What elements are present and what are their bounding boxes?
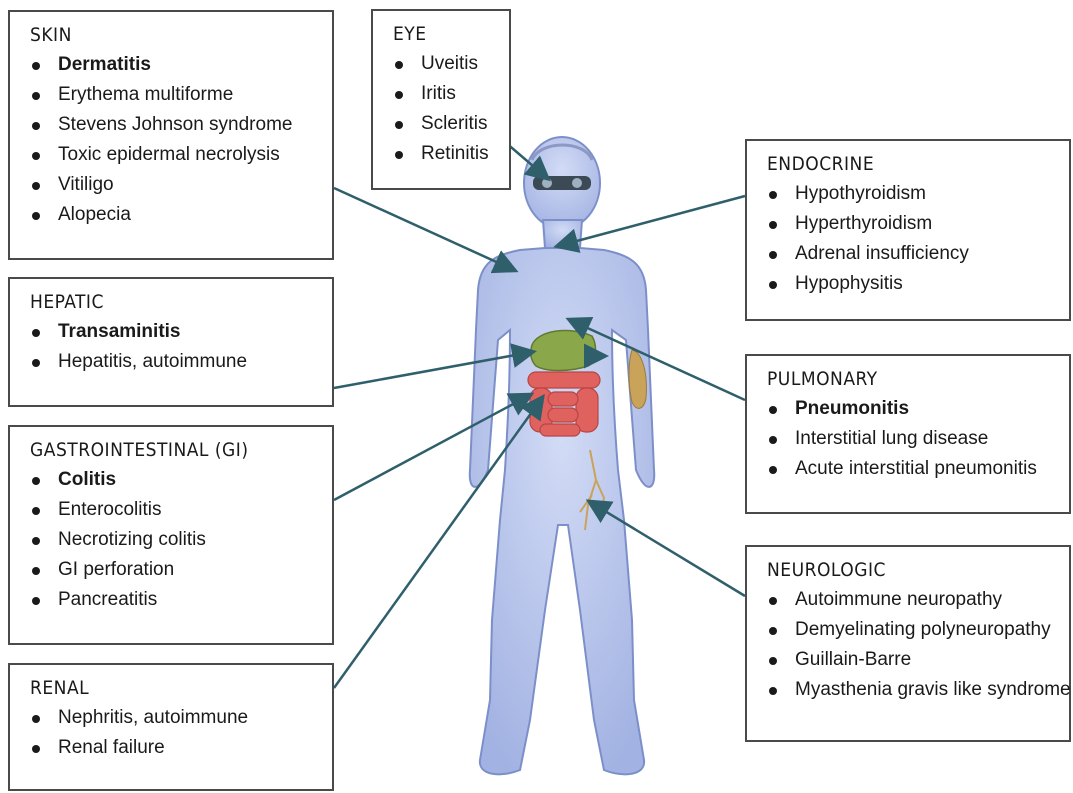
list-item: Erythema multiforme [30,80,318,110]
liver-organ [531,330,596,370]
body-silhouette [470,137,655,774]
pulmonary-title: PULMONARY [767,368,1055,390]
list-item: Adrenal insufficiency [767,239,1055,269]
list-item: Myasthenia gravis like syndrome [767,675,1055,705]
intestine-segment [548,408,578,422]
skin-box: SKIN Dermatitis Erythema multiforme Stev… [8,10,334,260]
list-item: Iritis [393,79,495,109]
eye-title: EYE [393,23,495,45]
arrow-gi [334,395,530,500]
list-item: Colitis [30,465,318,495]
renal-title: RENAL [30,677,318,699]
list-item: Retinitis [393,139,495,169]
renal-box: RENAL Nephritis, autoimmune Renal failur… [8,663,334,791]
hepatic-list: Transaminitis Hepatitis, autoimmune [30,317,318,377]
list-item: Hyperthyroidism [767,209,1055,239]
list-item: Necrotizing colitis [30,525,318,555]
pulmonary-list: Pneumonitis Interstitial lung disease Ac… [767,394,1055,484]
gi-title: GASTROINTESTINAL (GI) [30,439,318,461]
gi-box: GASTROINTESTINAL (GI) Colitis Enterocoli… [8,425,334,645]
endocrine-title: ENDOCRINE [767,153,1055,175]
arrow-hepatic [334,352,532,388]
neurologic-title: NEUROLOGIC [767,559,1055,581]
list-item: Renal failure [30,733,318,763]
list-item: Acute interstitial pneumonitis [767,454,1055,484]
list-item: Hypothyroidism [767,179,1055,209]
neurologic-box: NEUROLOGIC Autoimmune neuropathy Demyeli… [745,545,1071,742]
right-eye [572,178,582,188]
list-item: Pneumonitis [767,394,1055,424]
list-item: Hypophysitis [767,269,1055,299]
eye-box: EYE Uveitis Iritis Scleritis Retinitis [371,9,511,190]
list-item: Vitiligo [30,170,318,200]
list-item: Uveitis [393,49,495,79]
intestine-segment [576,388,598,432]
eye-band [533,176,591,190]
list-item: Transaminitis [30,317,318,347]
endocrine-list: Hypothyroidism Hyperthyroidism Adrenal i… [767,179,1055,299]
hepatic-title: HEPATIC [30,291,318,313]
list-item: GI perforation [30,555,318,585]
list-item: Guillain-Barre [767,645,1055,675]
eye-list: Uveitis Iritis Scleritis Retinitis [393,49,495,169]
torso [470,248,655,774]
list-item: Autoimmune neuropathy [767,585,1055,615]
list-item: Interstitial lung disease [767,424,1055,454]
list-item: Scleritis [393,109,495,139]
list-item: Demyelinating polyneuropathy [767,615,1055,645]
list-item: Alopecia [30,200,318,230]
list-item: Pancreatitis [30,585,318,615]
list-item: Stevens Johnson syndrome [30,110,318,140]
list-item: Nephritis, autoimmune [30,703,318,733]
intestine-segment [540,424,580,436]
intestine-segment [548,392,578,406]
list-item: Toxic epidermal necrolysis [30,140,318,170]
hepatic-box: HEPATIC Transaminitis Hepatitis, autoimm… [8,277,334,407]
list-item: Enterocolitis [30,495,318,525]
gi-list: Colitis Enterocolitis Necrotizing coliti… [30,465,318,615]
list-item: Hepatitis, autoimmune [30,347,318,377]
intestine-segment [528,372,600,388]
arrow-skin [334,188,514,270]
neurologic-list: Autoimmune neuropathy Demyelinating poly… [767,585,1055,705]
renal-list: Nephritis, autoimmune Renal failure [30,703,318,763]
list-item: Dermatitis [30,50,318,80]
endocrine-box: ENDOCRINE Hypothyroidism Hyperthyroidism… [745,139,1071,321]
pulmonary-box: PULMONARY Pneumonitis Interstitial lung … [745,354,1071,514]
skin-list: Dermatitis Erythema multiforme Stevens J… [30,50,318,230]
skin-title: SKIN [30,24,318,46]
left-eye [542,178,552,188]
